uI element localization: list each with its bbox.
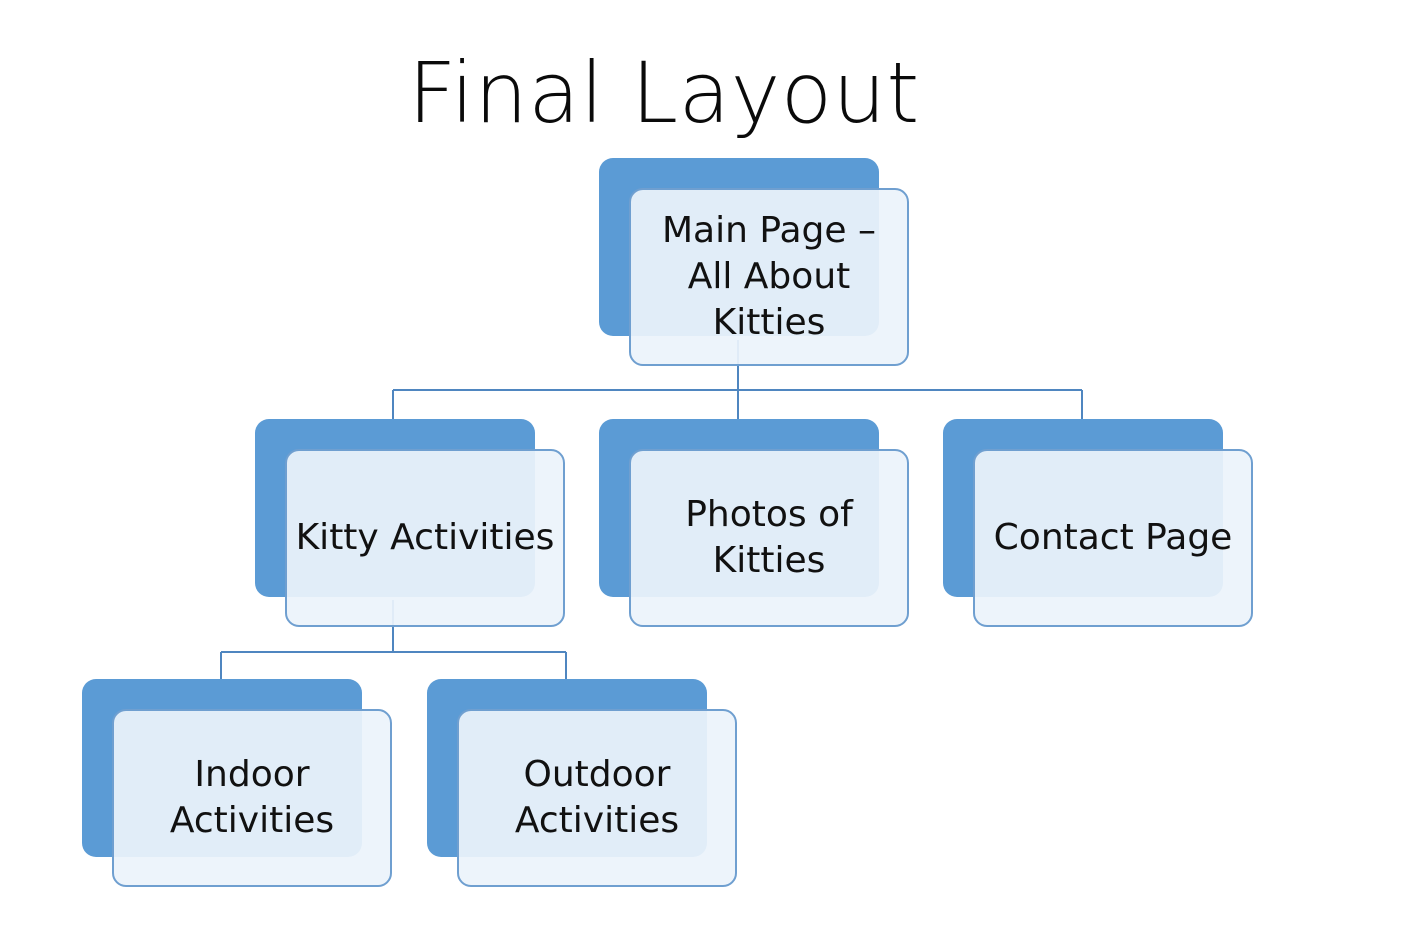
node-main-page: Main Page – All About Kitties	[599, 158, 911, 368]
node-front-shape: Indoor Activities	[112, 709, 392, 887]
node-front-shape: Outdoor Activities	[457, 709, 737, 887]
node-contact-page: Contact Page	[943, 419, 1255, 629]
node-front-shape: Photos of Kitties	[629, 449, 909, 627]
node-label: Kitty Activities	[295, 517, 555, 558]
slide-title: Final Layout	[408, 44, 920, 142]
node-label: Indoor Activities	[169, 754, 335, 841]
node-label: Main Page – All About Kitties	[662, 210, 876, 343]
node-kitty-activities: Kitty Activities	[255, 419, 567, 629]
node-front-shape: Contact Page	[973, 449, 1253, 627]
node-label: Contact Page	[993, 517, 1233, 558]
node-indoor-activities: Indoor Activities	[82, 679, 394, 889]
node-label: Outdoor Activities	[514, 754, 680, 841]
node-photos-of-kitties: Photos of Kitties	[599, 419, 911, 629]
node-front-shape: Main Page – All About Kitties	[629, 188, 909, 366]
node-outdoor-activities: Outdoor Activities	[427, 679, 739, 889]
node-label: Photos of Kitties	[685, 494, 853, 581]
node-front-shape: Kitty Activities	[285, 449, 565, 627]
